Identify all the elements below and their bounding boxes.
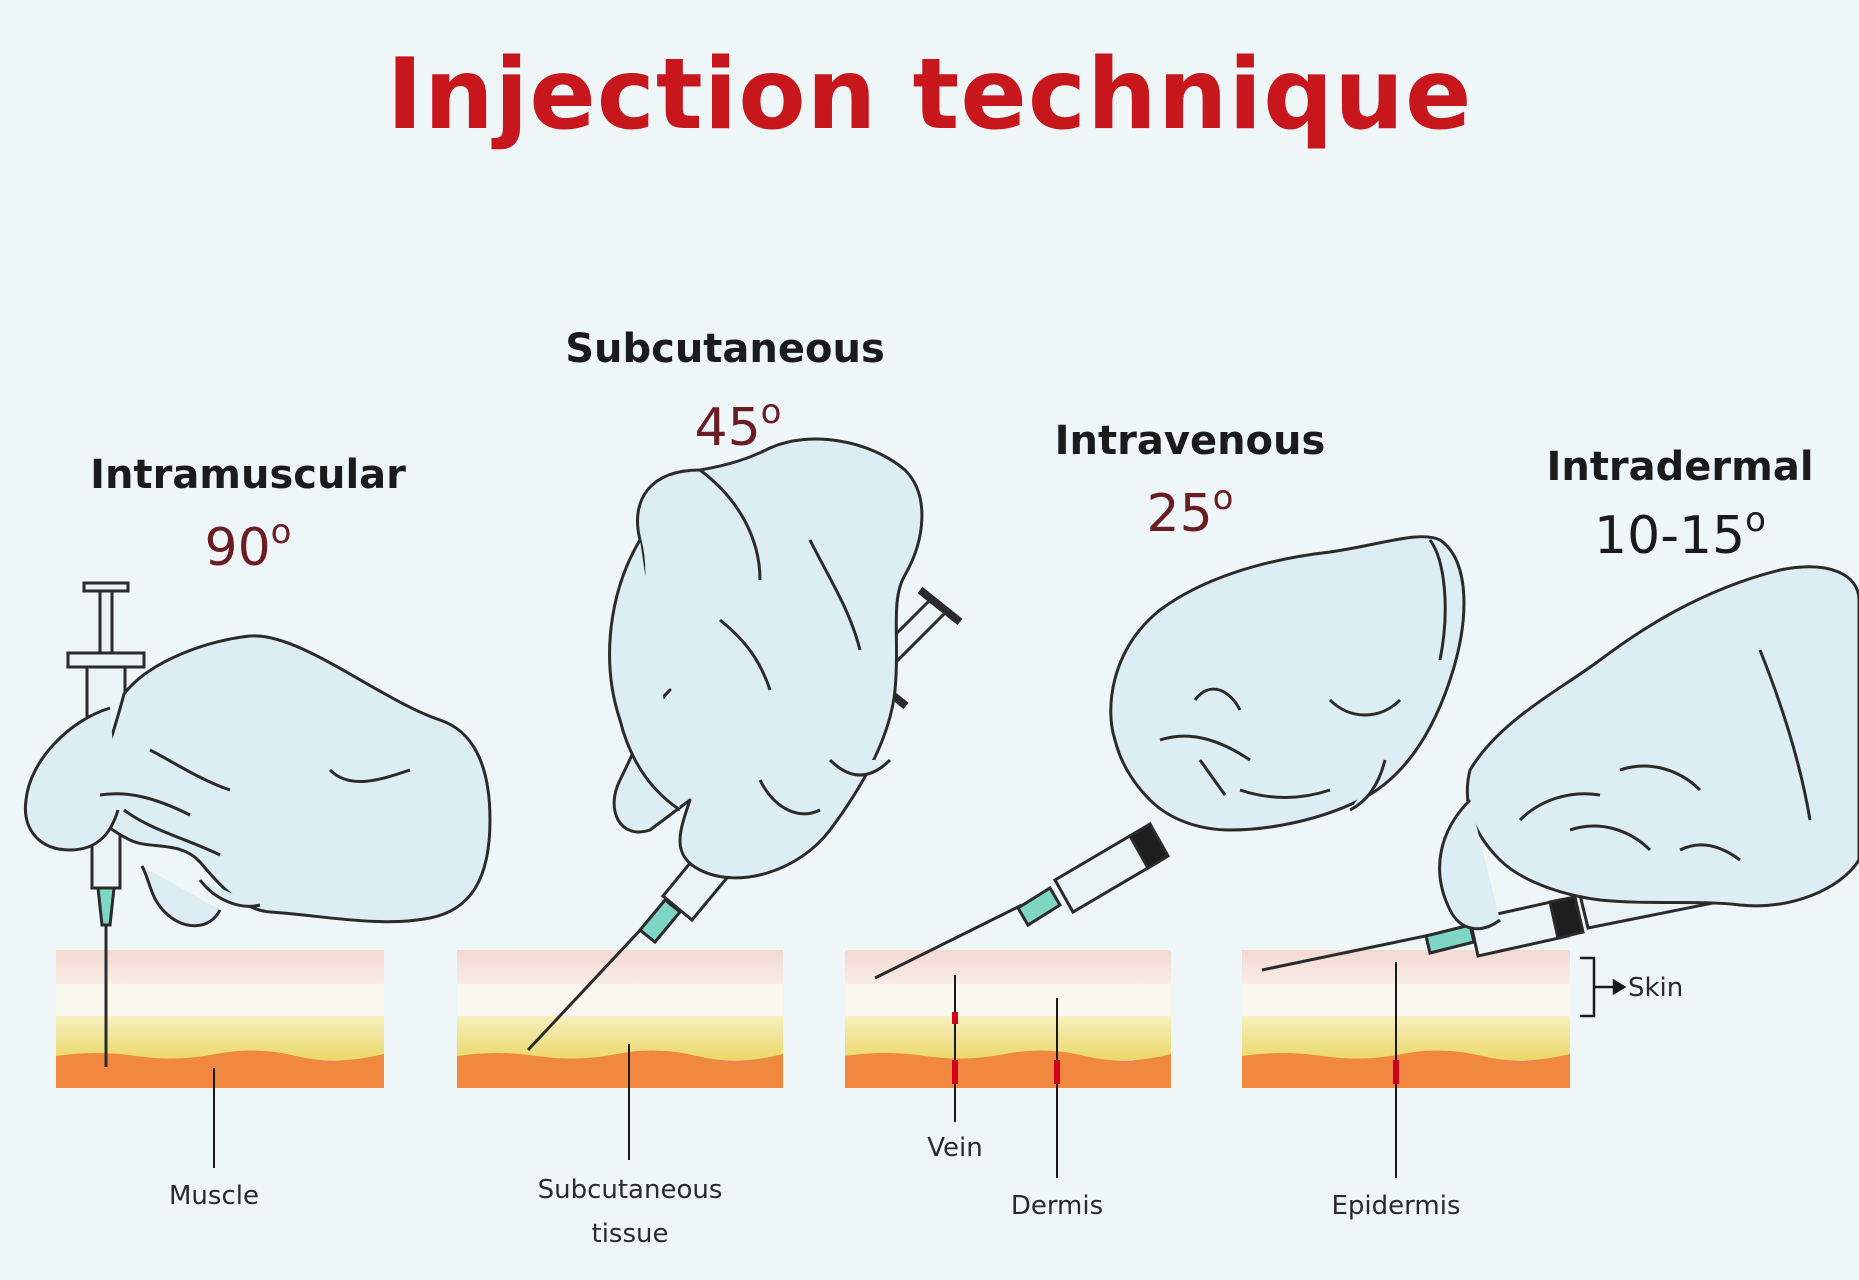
label-epidermis: Epidermis [1306,1184,1486,1228]
technique-name-subcutaneous: Subcutaneous [560,326,890,372]
angle-value: 45 [695,398,761,458]
technique-name-intramuscular: Intramuscular [88,452,408,498]
label-subcutaneous-line1: Subcutaneous [500,1168,760,1212]
technique-name-intravenous: Intravenous [1040,418,1340,464]
technique-angle-intramuscular: 90o [168,512,328,578]
technique-angle-intradermal: 10-15o [1560,500,1800,566]
angle-value: 90 [205,518,271,578]
skin-bracket [1580,958,1624,1016]
glove-hand-intradermal [1440,567,1859,929]
degree-symbol: o [761,392,782,432]
label-dermis: Dermis [987,1184,1127,1228]
angle-value: 25 [1147,484,1213,544]
label-subcutaneous-line2: tissue [500,1212,760,1256]
technique-name-intradermal: Intradermal [1530,444,1830,490]
skin-block-intravenous [845,950,1171,1088]
label-skin: Skin [1628,966,1708,1010]
page-title: Injection technique [0,38,1859,152]
degree-symbol: o [1745,500,1766,540]
label-muscle: Muscle [134,1174,294,1218]
skin-block-intradermal [1242,950,1570,1088]
technique-angle-intravenous: 25o [1110,478,1270,544]
technique-angle-subcutaneous: 45o [658,392,818,458]
angle-value: 10-15 [1594,506,1745,566]
pointer-lines [214,962,1396,1178]
label-vein: Vein [895,1126,1015,1170]
label-subcutaneous-tissue: Subcutaneous tissue [500,1168,760,1256]
skin-block-subcutaneous [457,950,783,1088]
degree-symbol: o [1213,478,1234,518]
glove-hand-subcutaneous [610,439,922,878]
glove-hand-intravenous [1111,537,1464,830]
degree-symbol: o [271,512,292,552]
